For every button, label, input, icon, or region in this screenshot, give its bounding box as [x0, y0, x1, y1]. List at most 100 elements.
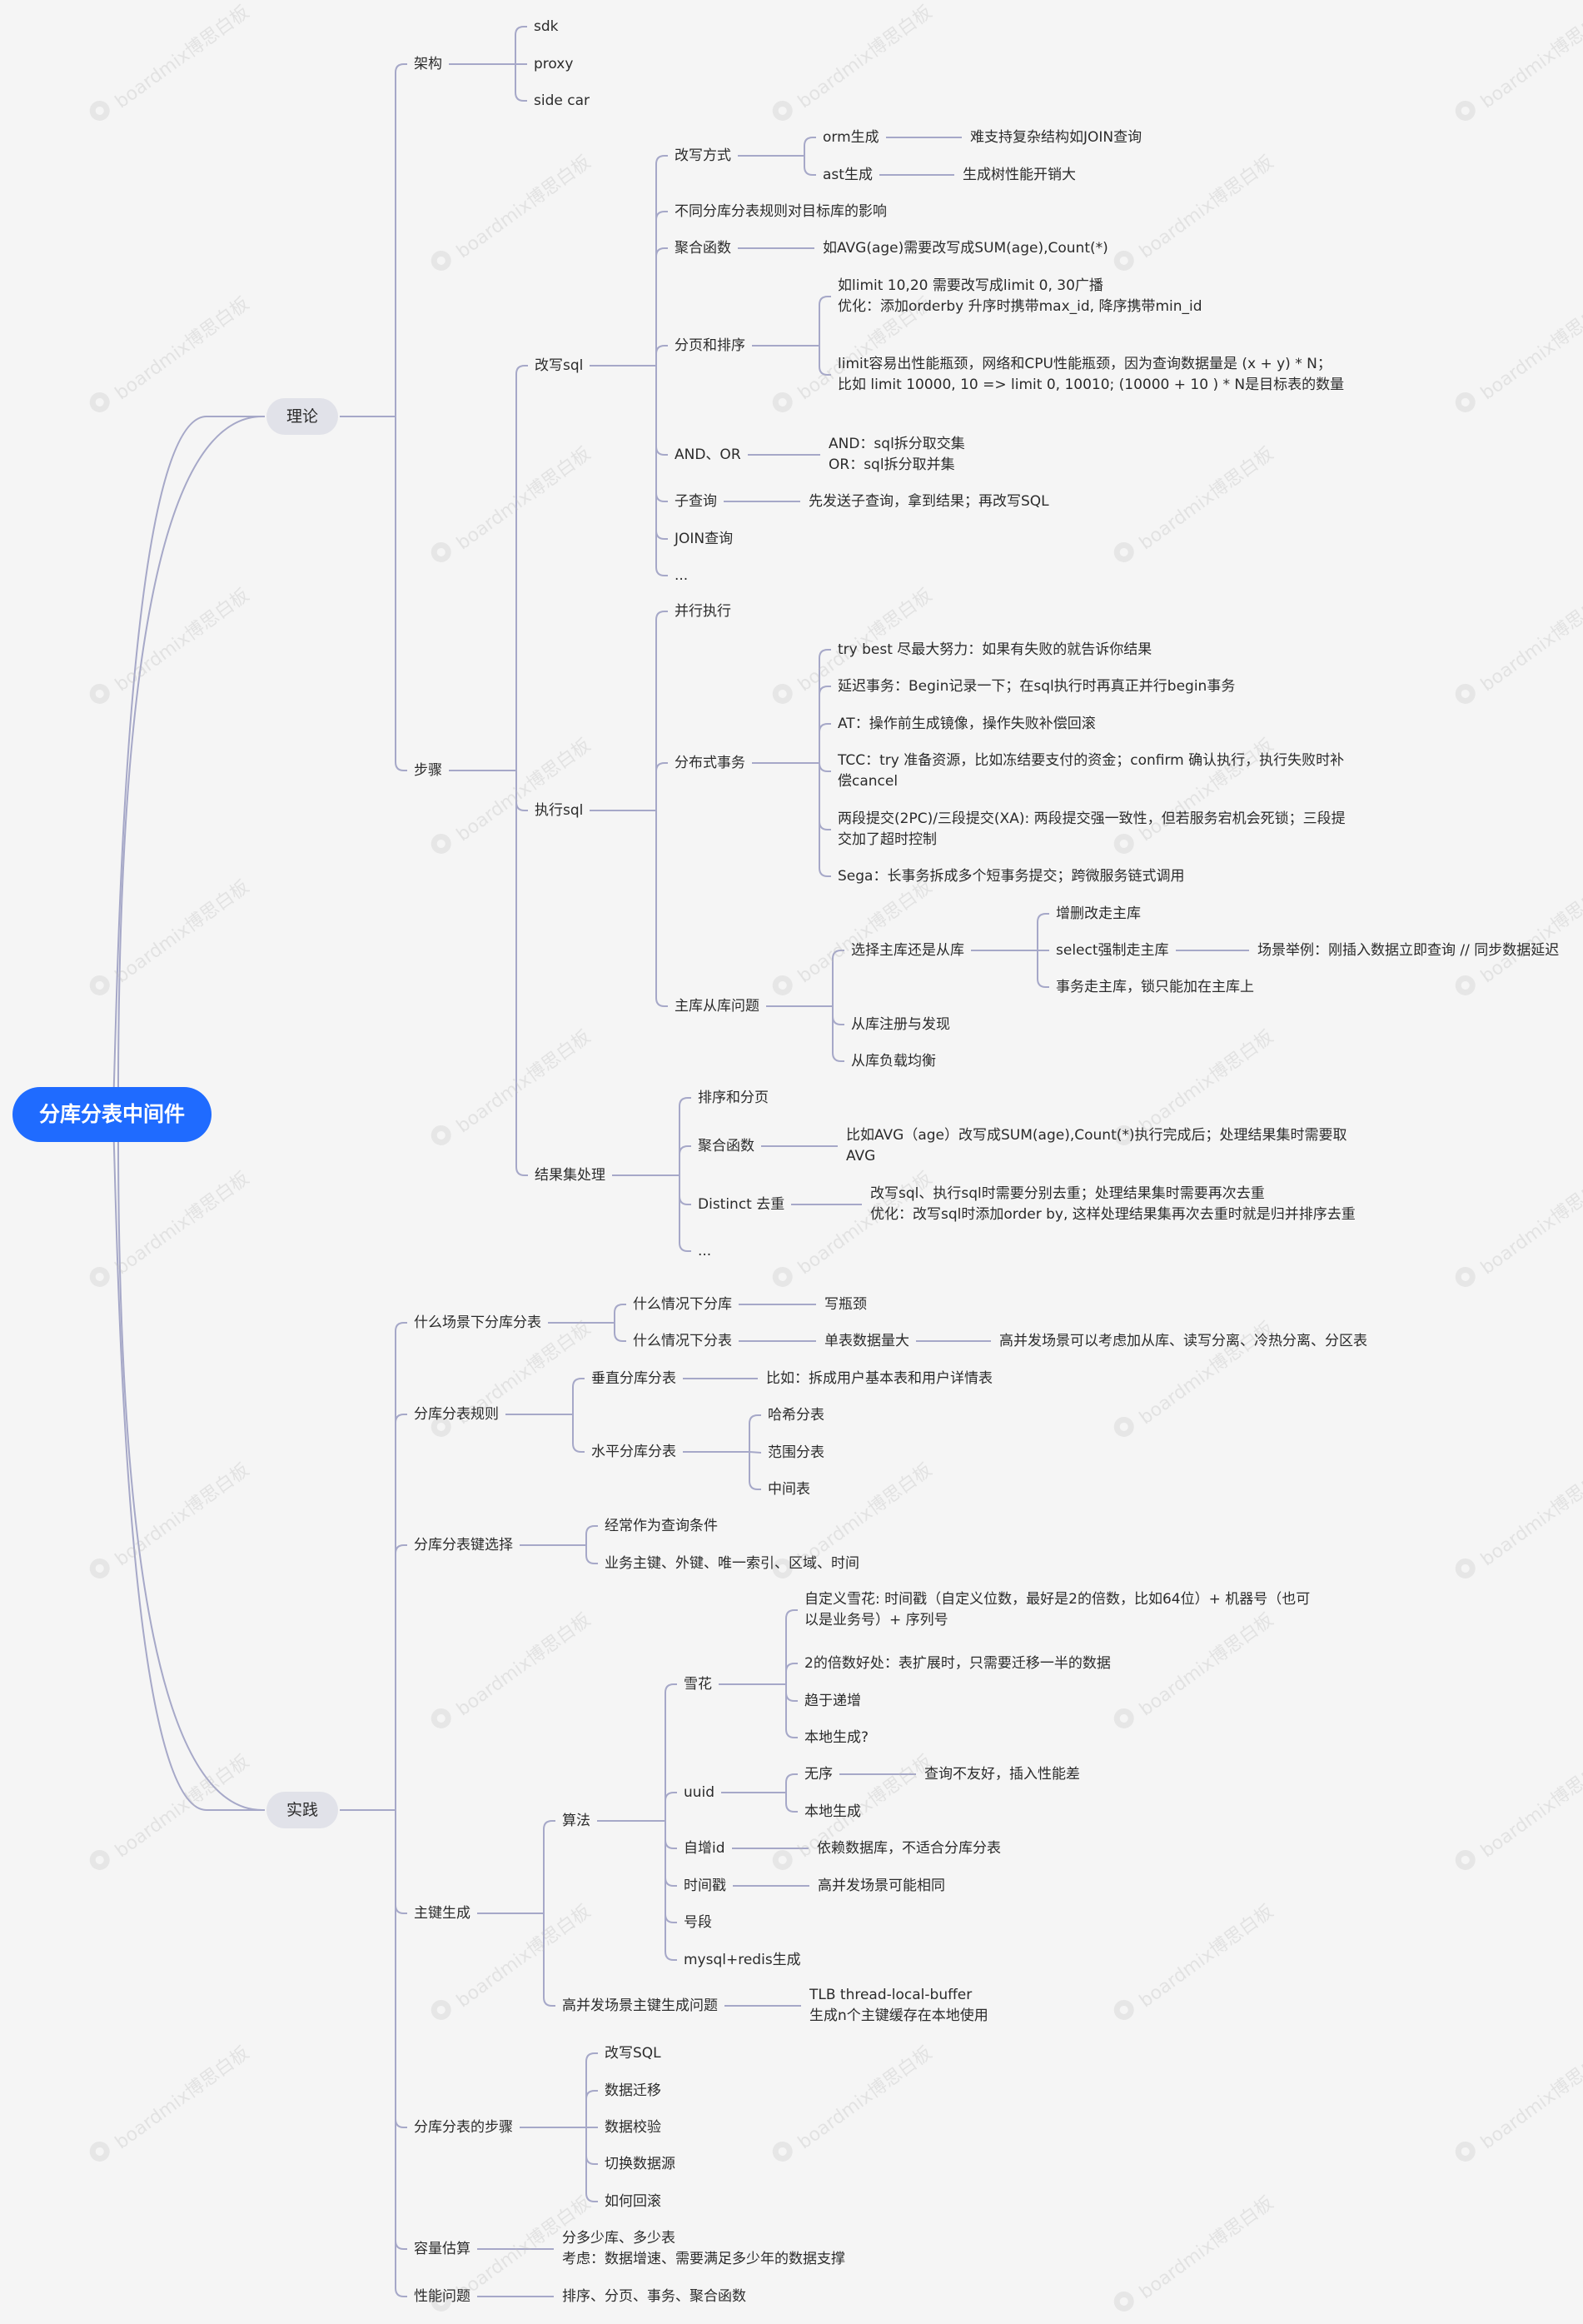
topic-key1[interactable]: 经常作为查询条件	[605, 1517, 718, 1534]
topic-uuid2[interactable]: 本地生成	[804, 1803, 861, 1820]
topic-when2dd[interactable]: 高并发场景可以考虑加从库、读写分离、冷热分离、分区表	[999, 1332, 1367, 1349]
topic-page_d1[interactable]: 如limit 10,20 需要改写成limit 0, 30广播 优化：添加ord…	[838, 277, 1202, 315]
topic-res_dist[interactable]: Distinct 去重	[698, 1195, 785, 1213]
topic-when2d[interactable]: 单表数据量大	[824, 1332, 909, 1349]
topic-ms_choose[interactable]: 选择主库还是从库	[851, 941, 964, 959]
topic-hcpk[interactable]: 高并发场景主键生成问题	[562, 1997, 718, 2014]
topic-steps[interactable]: 步骤	[414, 761, 442, 779]
topic-ts[interactable]: 时间戳	[684, 1877, 726, 1894]
branch-topic-theory[interactable]: 理论	[266, 398, 339, 435]
topic-dist2[interactable]: 延迟事务：Begin记录一下；在sql执行时再真正并行begin事务	[838, 677, 1236, 695]
topic-proc5[interactable]: 如何回滚	[605, 2192, 661, 2210]
topic-ast[interactable]: ast生成	[823, 166, 873, 183]
topic-res_dist_d[interactable]: 改写sql、执行sql时需要分别去重；处理结果集时需要再次去重 优化：改写sql…	[870, 1185, 1356, 1223]
topic-orm_d[interactable]: 难支持复杂结构如JOIN查询	[970, 128, 1142, 146]
topic-when1[interactable]: 什么情况下分库	[633, 1295, 732, 1313]
topic-autoinc_d[interactable]: 依赖数据库，不适合分库分表	[817, 1839, 1001, 1857]
topic-hash[interactable]: 哈希分表	[768, 1406, 824, 1424]
topic-proc[interactable]: 分库分表的步骤	[414, 2118, 513, 2136]
topic-dist1[interactable]: try best 尽最大努力：如果有失败的就告诉你结果	[838, 641, 1152, 658]
topic-mid[interactable]: 中间表	[768, 1480, 810, 1498]
topic-snow[interactable]: 雪花	[684, 1675, 712, 1693]
topic-ms_c3[interactable]: 事务走主库，锁只能加在主库上	[1056, 978, 1254, 995]
topic-cap[interactable]: 容量估算	[414, 2240, 470, 2257]
topic-dist4[interactable]: TCC：try 准备资源，比如冻结要支付的资金；confirm 确认执行，执行失…	[838, 752, 1345, 790]
topic-res_more[interactable]: ...	[698, 1242, 712, 1259]
topic-rules[interactable]: 分库分表规则	[414, 1405, 499, 1423]
topic-autoinc[interactable]: 自增id	[684, 1839, 725, 1857]
topic-ms_c1[interactable]: 增删改走主库	[1056, 905, 1141, 922]
topic-agg[interactable]: 聚合函数	[675, 239, 731, 257]
topic-dist[interactable]: 分布式事务	[675, 754, 745, 771]
topic-exec[interactable]: 执行sql	[535, 801, 584, 819]
topic-pk[interactable]: 主键生成	[414, 1904, 470, 1922]
topic-res_agg[interactable]: 聚合函数	[698, 1137, 754, 1155]
edge-result-res_more	[679, 1175, 691, 1252]
topic-vert_d[interactable]: 比如：拆成用户基本表和用户详情表	[766, 1369, 993, 1387]
topic-ms_reg[interactable]: 从库注册与发现	[851, 1015, 950, 1033]
topic-snow2[interactable]: 2的倍数好处：表扩展时，只需要迁移一半的数据	[804, 1654, 1111, 1672]
topic-rw_mode[interactable]: 改写方式	[675, 147, 731, 164]
topic-orm[interactable]: orm生成	[823, 128, 879, 146]
topic-ms_lb[interactable]: 从库负载均衡	[851, 1052, 936, 1070]
topic-proc4[interactable]: 切换数据源	[605, 2155, 675, 2172]
topic-proxy[interactable]: proxy	[534, 55, 574, 72]
topic-ast_d[interactable]: 生成树性能开销大	[963, 166, 1076, 183]
topic-andor_d[interactable]: AND：sql拆分取交集 OR：sql拆分取并集	[829, 436, 965, 473]
topic-result[interactable]: 结果集处理	[535, 1166, 605, 1184]
topic-key2[interactable]: 业务主键、外键、唯一索引、区域、时间	[605, 1554, 859, 1572]
topic-rewrite[interactable]: 改写sql	[535, 357, 584, 374]
topic-rw_more[interactable]: ...	[675, 566, 689, 584]
topic-sdk[interactable]: sdk	[534, 17, 559, 35]
topic-page[interactable]: 分页和排序	[675, 337, 745, 354]
topic-subq_d[interactable]: 先发送子查询，拿到结果；再改写SQL	[809, 492, 1049, 510]
topic-when2[interactable]: 什么情况下分表	[633, 1332, 732, 1349]
topic-dist5[interactable]: 两段提交(2PC)/三段提交(XA): 两段提交强一致性，但若服务宕机会死锁；三…	[838, 810, 1346, 848]
topic-ms_c2d[interactable]: 场景举例：刚插入数据立即查询 // 同步数据延迟	[1257, 941, 1560, 959]
edge-exec-parallel	[655, 611, 668, 810]
topic-andor[interactable]: AND、OR	[675, 446, 741, 463]
topic-hcpk_d[interactable]: TLB thread-local-buffer 生成n个主键缓存在本地使用	[809, 1987, 988, 2024]
edge-exec-ms	[655, 810, 668, 1007]
topic-ms_c2[interactable]: select强制走主库	[1056, 941, 1169, 959]
topic-range[interactable]: 范围分表	[768, 1444, 824, 1461]
topic-subq[interactable]: 子查询	[675, 492, 717, 510]
topic-mysqlredis[interactable]: mysql+redis生成	[684, 1951, 801, 1968]
topic-perf[interactable]: 性能问题	[414, 2287, 470, 2305]
topic-ms[interactable]: 主库从库问题	[675, 997, 759, 1015]
topic-arch[interactable]: 架构	[414, 55, 442, 72]
edge-dist-dist3	[819, 723, 831, 763]
topic-dist3[interactable]: AT：操作前生成镜像，操作失败补偿回滚	[838, 715, 1096, 732]
topic-when[interactable]: 什么场景下分库分表	[414, 1314, 541, 1331]
topic-uuid[interactable]: uuid	[684, 1783, 715, 1801]
topic-key[interactable]: 分库分表键选择	[414, 1536, 513, 1553]
topic-proc1[interactable]: 改写SQL	[605, 2044, 661, 2062]
topic-when1d[interactable]: 写瓶颈	[824, 1295, 867, 1313]
topic-vert[interactable]: 垂直分库分表	[591, 1369, 676, 1387]
topic-dist6[interactable]: Sega：长事务拆成多个短事务提交；跨微服务链式调用	[838, 867, 1185, 885]
topic-join[interactable]: JOIN查询	[675, 530, 734, 547]
topic-ts_d[interactable]: 高并发场景可能相同	[818, 1877, 945, 1894]
topic-uuid1d[interactable]: 查询不友好，插入性能差	[924, 1765, 1080, 1783]
branch-topic-practice[interactable]: 实践	[266, 1792, 339, 1828]
topic-agg_d[interactable]: 如AVG(age)需要改写成SUM(age),Count(*)	[823, 239, 1108, 257]
topic-seg[interactable]: 号段	[684, 1913, 712, 1931]
topic-res_sort[interactable]: 排序和分页	[698, 1089, 769, 1106]
topic-parallel[interactable]: 并行执行	[675, 602, 731, 620]
topic-horz[interactable]: 水平分库分表	[591, 1443, 676, 1460]
topic-res_agg_d[interactable]: 比如AVG（age）改写成SUM(age),Count(*)执行完成后；处理结果…	[846, 1127, 1347, 1164]
topic-perf_d[interactable]: 排序、分页、事务、聚合函数	[562, 2287, 746, 2305]
topic-cap_d[interactable]: 分多少库、多少表 考虑：数据增速、需要满足多少年的数据支撑	[562, 2230, 845, 2267]
topic-proc3[interactable]: 数据校验	[605, 2118, 661, 2136]
topic-algo[interactable]: 算法	[562, 1812, 590, 1829]
topic-page_d2[interactable]: limit容易出性能瓶颈，网络和CPU性能瓶颈，因为查询数据量是 (x + y)…	[838, 356, 1345, 393]
topic-snow1[interactable]: 自定义雪花: 时间戳（自定义位数，最好是2的倍数，比如64位）+ 机器号（也可 …	[804, 1591, 1311, 1628]
topic-sidecar[interactable]: side car	[534, 92, 590, 109]
root-topic[interactable]: 分库分表中间件	[12, 1087, 212, 1142]
topic-snow4[interactable]: 本地生成?	[804, 1728, 869, 1746]
topic-snow3[interactable]: 趋于递增	[804, 1692, 861, 1709]
topic-rw_impact[interactable]: 不同分库分表规则对目标库的影响	[675, 202, 887, 220]
topic-uuid1[interactable]: 无序	[804, 1765, 833, 1783]
topic-proc2[interactable]: 数据迁移	[605, 2082, 661, 2099]
